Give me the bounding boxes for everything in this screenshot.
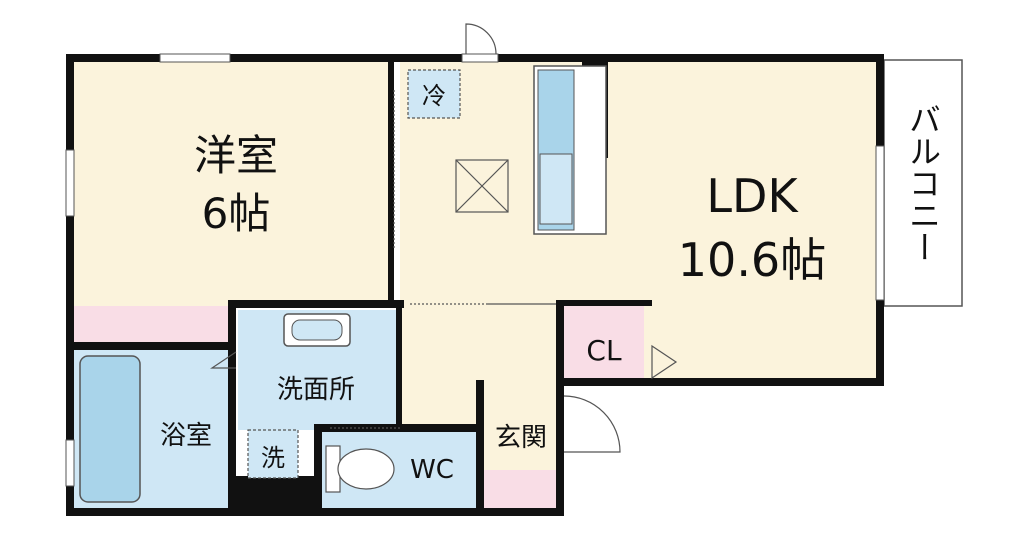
- closet-arrow-icon: [651, 344, 678, 380]
- kitchen-stove: [539, 153, 573, 225]
- washer-space: [247, 429, 299, 479]
- entrance-name: 玄関: [495, 423, 547, 453]
- western-room-name: 洋室: [194, 131, 278, 180]
- bath-name: 浴室: [160, 421, 212, 451]
- washroom-name: 洗面所: [277, 375, 355, 405]
- windows: [65, 53, 885, 487]
- washer-label: 洗: [261, 444, 285, 472]
- bathtub: [79, 355, 141, 503]
- western-room-size: 6帖: [202, 189, 271, 238]
- balcony-area: [883, 59, 963, 307]
- balcony-name: バルコニー: [904, 103, 942, 263]
- entrance-floor: [484, 386, 558, 470]
- fridge-space: [407, 69, 461, 119]
- closet-name: CL: [586, 334, 622, 367]
- fridge-label: 冷: [422, 82, 446, 110]
- western-room-floor: [72, 60, 392, 306]
- door-swing-icon: [210, 23, 621, 453]
- ldk-size: 10.6帖: [678, 233, 826, 287]
- sliding-doors: [330, 90, 556, 429]
- ldk-name: LDK: [706, 169, 799, 223]
- closet-floor: [564, 306, 644, 384]
- entrance-step: [484, 470, 558, 510]
- wash-basin-bowl: [291, 319, 343, 341]
- wc-name: WC: [410, 455, 454, 485]
- skylight-icon: [455, 159, 509, 213]
- western-room-closet-strip: [72, 306, 234, 344]
- toilet-bowl: [337, 448, 395, 490]
